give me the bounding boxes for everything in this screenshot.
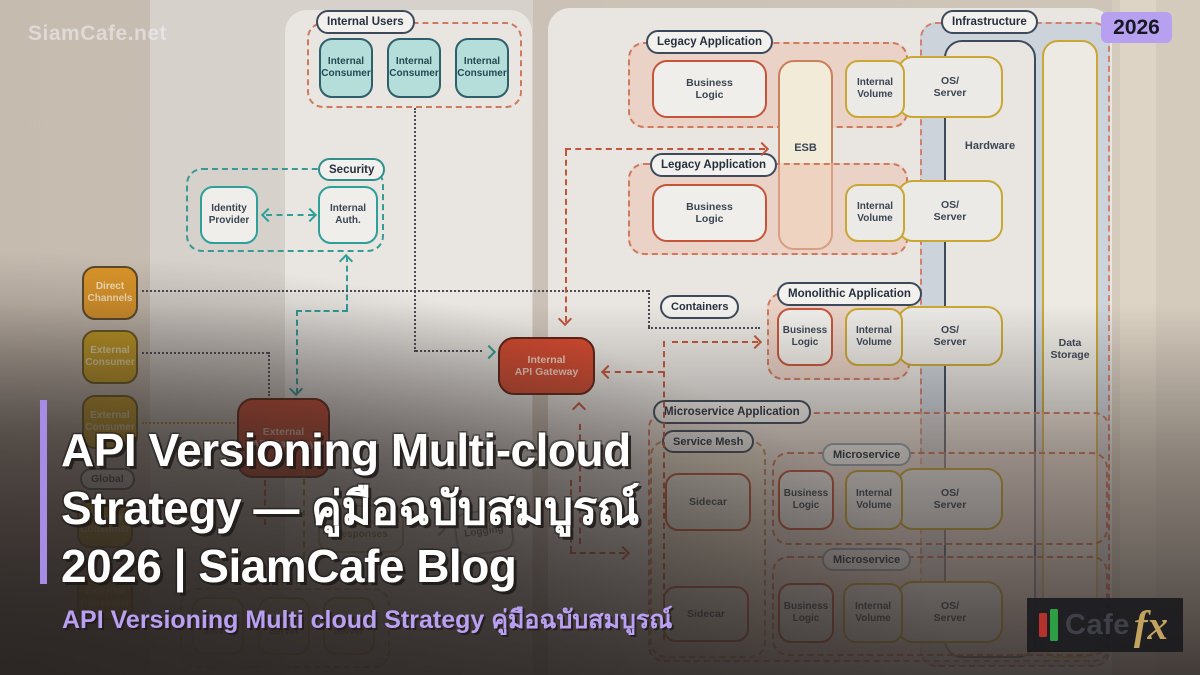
candlestick-red-icon bbox=[1039, 613, 1047, 637]
watermark: SiamCafe.net bbox=[28, 22, 168, 45]
title-line-2: Strategy — คู่มือฉบับสมบูรณ์ bbox=[61, 482, 640, 534]
title-accent-bar bbox=[40, 400, 47, 584]
page-title: API Versioning Multi-cloud Strategy — คู… bbox=[61, 421, 640, 595]
candlestick-green-icon bbox=[1050, 609, 1058, 641]
logo-text-fx: fx bbox=[1133, 601, 1169, 648]
logo-text-cafe: Cafe bbox=[1065, 608, 1130, 641]
title-line-3: 2026 | SiamCafe Blog bbox=[61, 540, 517, 592]
title-line-1: API Versioning Multi-cloud bbox=[61, 424, 631, 476]
page-subtitle: API Versioning Multi cloud Strategy คู่ม… bbox=[62, 606, 673, 634]
cafefx-logo: Cafe fx bbox=[1027, 598, 1183, 652]
year-badge: 2026 bbox=[1101, 12, 1172, 43]
